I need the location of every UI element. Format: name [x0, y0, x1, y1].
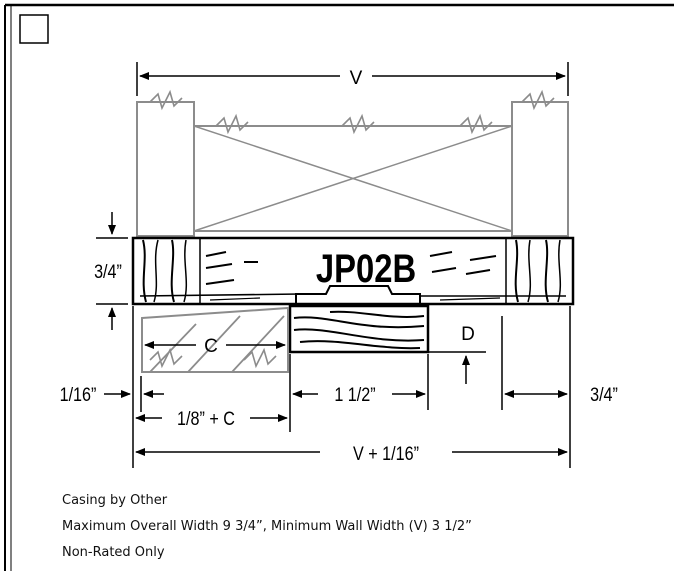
model-label: JP02B — [316, 246, 416, 291]
dim-d-label: D — [461, 324, 475, 345]
checkbox[interactable] — [19, 14, 49, 44]
dim-c-label: C — [204, 336, 218, 357]
wall-section — [136, 89, 569, 237]
dim-v-label: V — [350, 68, 363, 89]
dim-left-width-label: 1/8” + C — [177, 408, 235, 430]
note-width-limits: Maximum Overall Width 9 3/4”, Minimum Wa… — [62, 519, 472, 534]
dim-right-width-label: 3/4” — [590, 384, 618, 406]
stop-piece — [288, 304, 430, 354]
dim-overall-label: V + 1/16” — [353, 443, 419, 465]
dim-center-width-label: 1 1/2” — [334, 384, 375, 406]
dimension-lines — [96, 62, 571, 468]
note-rating: Non-Rated Only — [62, 545, 165, 560]
dimension-labels: V 3/4” C D 1/16” 1/8” + C 1 1/2” 3/4” V … — [60, 68, 618, 464]
jamb-section — [131, 236, 575, 306]
page-border — [4, 3, 674, 571]
dim-thickness-label: 3/4” — [94, 261, 122, 283]
notes-block: Casing by Other Maximum Overall Width 9 … — [62, 488, 472, 566]
note-casing: Casing by Other — [62, 493, 168, 508]
casing-section — [141, 306, 289, 373]
dim-gap-label: 1/16” — [60, 384, 97, 406]
